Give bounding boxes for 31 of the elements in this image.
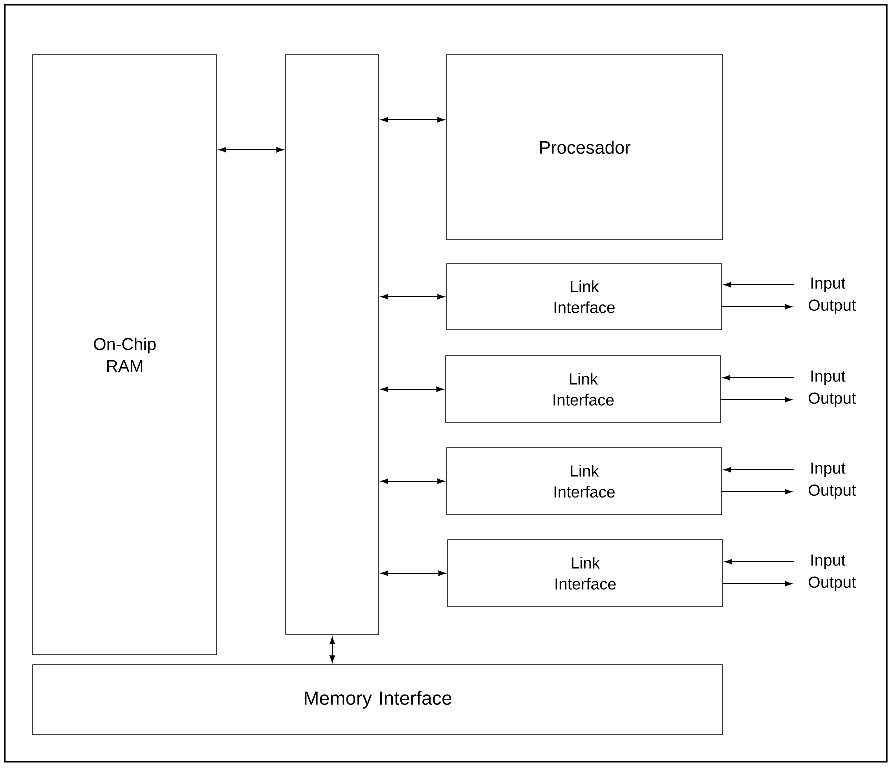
process-box: Link Interface bbox=[446, 264, 722, 330]
port-label: Output bbox=[808, 300, 856, 314]
arrow bbox=[724, 467, 794, 473]
process-box: Link Interface bbox=[446, 448, 722, 516]
port-label: Input bbox=[812, 554, 846, 570]
arrow bbox=[720, 397, 792, 403]
arrow bbox=[724, 282, 794, 288]
port-label: Output bbox=[808, 392, 856, 408]
port-label: Output bbox=[808, 484, 856, 500]
bus-box bbox=[286, 54, 380, 636]
port-label: Input bbox=[812, 370, 846, 386]
port-label: Input bbox=[812, 462, 846, 478]
arrow bbox=[381, 478, 445, 484]
arrow bbox=[722, 304, 792, 310]
interface-box: Memory Interface bbox=[32, 664, 724, 736]
port-label: Input bbox=[812, 278, 846, 292]
arrow bbox=[381, 570, 446, 576]
arrow bbox=[722, 489, 792, 495]
port-label: Output bbox=[808, 576, 856, 592]
arrow bbox=[381, 294, 445, 300]
arrow bbox=[381, 386, 444, 392]
process-box: Link Interface bbox=[446, 356, 722, 424]
process-box: Link Interface bbox=[448, 540, 724, 608]
arrow bbox=[330, 637, 336, 663]
arrow bbox=[219, 147, 284, 153]
arrow bbox=[723, 375, 794, 381]
arrow bbox=[381, 117, 445, 123]
arrow bbox=[722, 581, 792, 587]
arrow bbox=[725, 559, 794, 565]
memory-box: On-Chip RAM bbox=[32, 54, 218, 656]
process-box: Procesador bbox=[446, 54, 724, 240]
